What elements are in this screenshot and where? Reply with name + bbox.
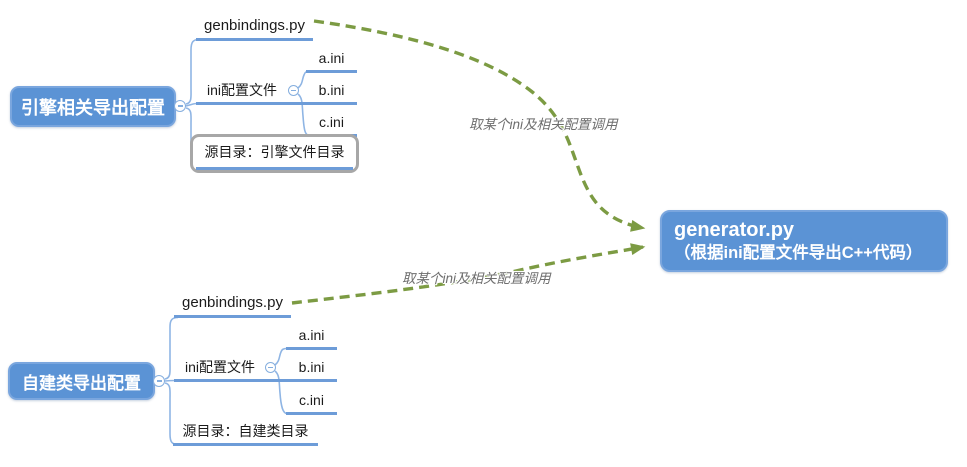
node-c-ini-2[interactable]: c.ini <box>286 390 337 415</box>
node-a-ini-2[interactable]: a.ini <box>286 325 337 350</box>
relationship-label-1[interactable]: 取某个ini及相关配置调用 <box>469 117 618 132</box>
generator-subtitle: （根据ini配置文件导出C++代码） <box>674 243 923 262</box>
node-custom-class-export-config[interactable]: 自建类导出配置 <box>8 362 155 400</box>
node-genbindings-script-1[interactable]: genbindings.py <box>196 16 313 41</box>
node-a-ini-1[interactable]: a.ini <box>306 48 357 73</box>
node-generator-script[interactable]: generator.py （根据ini配置文件导出C++代码） <box>660 210 948 272</box>
node-engine-export-config[interactable]: 引擎相关导出配置 <box>10 86 176 127</box>
node-b-ini-2[interactable]: b.ini <box>286 357 337 382</box>
minus-icon <box>268 366 273 369</box>
collapse-toggle-icon[interactable] <box>288 85 299 96</box>
relationship-label-2[interactable]: 取某个ini及相关配置调用 <box>402 271 551 286</box>
node-source-dir-custom[interactable]: 源目录：自建类目录 <box>173 421 318 446</box>
node-genbindings-script-2[interactable]: genbindings.py <box>174 293 291 318</box>
node-ini-config-1[interactable]: ini配置文件 <box>196 80 288 105</box>
collapse-toggle-icon[interactable] <box>265 362 276 373</box>
node-source-dir-engine-label: 源目录：引擎文件目录 <box>204 144 345 160</box>
node-source-dir-engine-highlighted[interactable]: 源目录：引擎文件目录 <box>190 134 359 173</box>
branch-underline <box>196 167 353 170</box>
node-ini-config-2[interactable]: ini配置文件 <box>174 357 266 382</box>
tree2-ini-bracket <box>274 347 288 415</box>
collapse-toggle-icon[interactable] <box>174 100 186 112</box>
generator-title: generator.py <box>674 218 795 241</box>
relationship-arrow-2[interactable] <box>291 243 646 305</box>
node-b-ini-1[interactable]: b.ini <box>306 80 357 105</box>
minus-icon <box>177 105 183 107</box>
relationship-arrow-1[interactable] <box>313 19 646 232</box>
minus-icon <box>156 380 162 382</box>
minus-icon <box>291 89 296 92</box>
collapse-toggle-icon[interactable] <box>153 375 165 387</box>
